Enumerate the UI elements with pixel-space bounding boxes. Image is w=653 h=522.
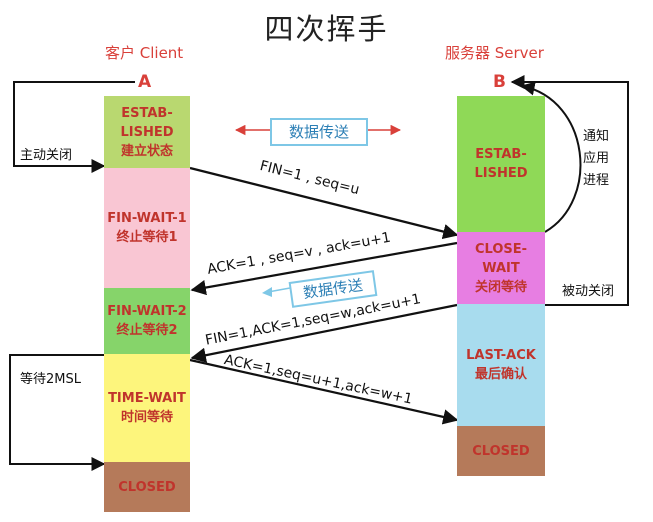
server-state-closed: CLOSED [457, 426, 545, 476]
client-state-fin-wait-2: FIN-WAIT-2 终止等待2 [104, 288, 190, 354]
state-text: 最后确认 [474, 367, 527, 382]
notify-app-note: 通知 应用 进程 [583, 126, 609, 192]
client-label: 客户 Client [105, 44, 184, 62]
server-letter: B [493, 72, 506, 92]
notify-line: 进程 [583, 173, 610, 188]
notify-app-curve [520, 81, 582, 233]
server-label: 服务器 Server [445, 44, 544, 62]
data-transfer-arrow-mid-head [262, 287, 272, 297]
state-text: FIN-WAIT-2 [107, 304, 187, 319]
state-text: LISHED [474, 166, 528, 181]
state-text: LISHED [120, 124, 174, 140]
state-text: 时间等待 [120, 410, 173, 425]
state-text: 建立状态 [120, 143, 173, 159]
arrow-ack-server [190, 241, 458, 296]
state-text: LAST-ACK [466, 348, 536, 363]
notify-line: 通知 [583, 129, 610, 144]
diagram-title: 四次挥手 [264, 12, 389, 46]
notify-line: 应用 [583, 151, 610, 166]
server-state-close-wait: CLOSE-WAIT 关闭等待 [457, 232, 545, 304]
state-text: ESTAB- [475, 147, 527, 162]
state-text: CLOSE-WAIT [474, 241, 528, 276]
state-text: 终止等待1 [116, 230, 178, 245]
arrow-fin-client [189, 166, 459, 240]
wait-2msl-note: 等待2MSL [20, 372, 81, 387]
arrow-ack-client [189, 358, 459, 425]
client-letter: A [138, 72, 152, 92]
active-close-loop [13, 81, 135, 173]
client-state-closed: CLOSED [104, 462, 190, 512]
state-text: 终止等待2 [116, 323, 178, 338]
state-text: CLOSED [118, 479, 176, 495]
state-text: FIN-WAIT-1 [107, 211, 187, 226]
state-text: 关闭等待 [474, 279, 527, 295]
wait-2msl-loop [9, 354, 106, 471]
state-text: TIME-WAIT [108, 391, 186, 406]
passive-close-note: 被动关闭 [562, 284, 615, 299]
data-transfer-bubble-top: 数据传送 [270, 118, 368, 146]
passive-close-loop [510, 75, 629, 306]
arrow-fin-server [190, 303, 458, 363]
server-state-established: ESTAB- LISHED [457, 96, 545, 232]
server-state-last-ack: LAST-ACK 最后确认 [457, 304, 545, 426]
client-state-time-wait: TIME-WAIT 时间等待 [104, 354, 190, 462]
active-close-note: 主动关闭 [20, 148, 73, 163]
client-state-fin-wait-1: FIN-WAIT-1 终止等待1 [104, 168, 190, 288]
state-text: CLOSED [472, 443, 530, 459]
state-text: ESTAB- [121, 105, 173, 121]
client-state-established: ESTAB- LISHED 建立状态 [104, 96, 190, 168]
